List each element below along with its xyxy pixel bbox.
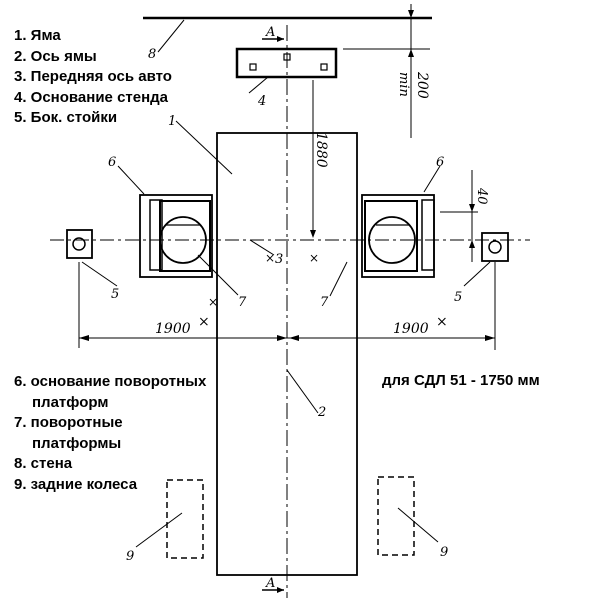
rear-wheel-right bbox=[377, 476, 415, 556]
legend-item: 1. Яма bbox=[14, 27, 61, 44]
callout-6-left: 6 bbox=[108, 155, 116, 170]
callout-4: 4 bbox=[257, 94, 266, 109]
legend-item: 7. поворотные bbox=[14, 414, 123, 431]
callout-9-right: 9 bbox=[440, 545, 448, 560]
leader-lines bbox=[81, 19, 491, 548]
legend-item: 4. Основание стенда bbox=[14, 88, 169, 106]
section-label-bottom: A bbox=[265, 576, 275, 591]
legend-item: платформ bbox=[32, 393, 109, 411]
legend-item: 6. основание поворотных bbox=[14, 373, 207, 390]
model-note: для СДЛ 51 - 1750 мм bbox=[382, 372, 540, 389]
callout-6-right: 6 bbox=[436, 155, 444, 170]
svg-text:×: × bbox=[198, 314, 210, 330]
right-side-post bbox=[481, 232, 509, 262]
legend-item: 9. задние колеса bbox=[14, 475, 138, 493]
callout-5-right: 5 bbox=[454, 290, 462, 305]
section-label-top: A bbox=[265, 25, 275, 40]
left-turntable-platform bbox=[159, 216, 207, 264]
right-turntable-platform bbox=[368, 216, 416, 264]
dimension-1880: 1880 bbox=[310, 80, 329, 238]
callout-1: 1 bbox=[168, 114, 176, 129]
left-turntable-base bbox=[139, 194, 213, 278]
callout-8: 8 bbox=[148, 47, 156, 62]
section-mark-top: A bbox=[262, 25, 284, 42]
svg-text:×: × bbox=[208, 295, 218, 309]
dimension-1880-label: 1880 bbox=[313, 132, 329, 168]
dimension-1900-left-label: 1900 bbox=[155, 321, 191, 337]
svg-text:×: × bbox=[265, 251, 275, 265]
dimension-min-label: min bbox=[396, 72, 411, 97]
legend-top: 1. Яма 2. Ось ямы 3. Передняя ось авто 4… bbox=[14, 26, 172, 129]
dimension-1900-right-label: 1900 bbox=[393, 321, 429, 337]
callout-7-right: 7 bbox=[320, 295, 329, 310]
svg-text:×: × bbox=[436, 314, 448, 330]
callout-5-left: 5 bbox=[111, 287, 119, 302]
left-side-post bbox=[66, 229, 93, 259]
dimension-40-label: 40 bbox=[474, 187, 489, 205]
dimension-200-label: 200 bbox=[414, 71, 430, 99]
svg-text:×: × bbox=[309, 251, 319, 265]
legend-item: платформы bbox=[32, 434, 122, 452]
legend-bottom: 6. основание поворотных платформ 7. пово… bbox=[14, 372, 206, 495]
callout-7-left: 7 bbox=[238, 295, 247, 310]
dimension-1900-right: 1900 × bbox=[287, 262, 496, 350]
dimension-40: 40 bbox=[440, 170, 489, 262]
legend-item: 2. Ось ямы bbox=[14, 47, 97, 65]
legend-item: 8. стена bbox=[14, 455, 73, 472]
callout-2: 2 bbox=[317, 405, 326, 420]
section-mark-bottom: A bbox=[262, 576, 284, 593]
right-turntable-base bbox=[361, 194, 435, 278]
callout-9-left: 9 bbox=[126, 549, 134, 564]
legend-item: 5. Бок. стойки bbox=[14, 109, 118, 126]
legend-item: 3. Передняя ось авто bbox=[14, 68, 172, 85]
dimension-1900-left: 1900 × bbox=[78, 262, 287, 348]
dimension-200: 200 min bbox=[343, 4, 430, 138]
rear-wheel-left bbox=[166, 479, 204, 559]
callout-3: 3 bbox=[275, 252, 283, 267]
